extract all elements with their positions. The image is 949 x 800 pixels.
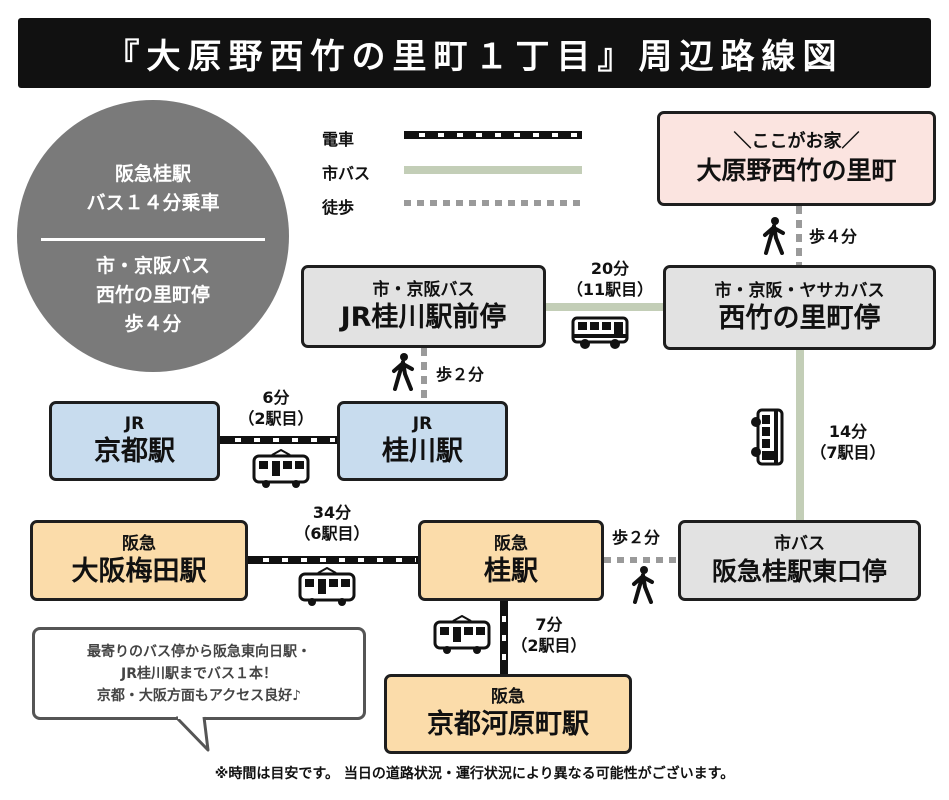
legend-walk-label: 徒歩 xyxy=(322,198,355,217)
jr-walk-label: 歩２分 xyxy=(436,365,485,384)
legend-walk-line xyxy=(404,200,582,206)
jr-route-time: 6分 xyxy=(262,388,290,407)
home-name: 大原野西竹の里町 xyxy=(696,156,897,185)
callout-tail xyxy=(174,714,210,752)
bus-14-label: 14分 （7駅目） xyxy=(808,421,888,463)
footer-note: ※時間は目安です。 当日の道路状況・運行状況により異なる可能性がございます。 xyxy=(214,766,735,782)
summary-stop: 西竹の里町停 xyxy=(95,284,210,306)
callout-line-1: 最寄りのバス停から阪急東向日駅・ xyxy=(87,643,311,660)
bus-icon xyxy=(751,408,784,466)
kawaramachi-line: 阪急 xyxy=(491,687,525,707)
train-icon xyxy=(252,449,310,488)
hankyu-7-stops: （2駅目） xyxy=(511,636,587,655)
umeda-name: 大阪梅田駅 xyxy=(71,555,207,587)
home-walk-label: 歩４分 xyxy=(809,227,858,246)
jr-walk-line xyxy=(421,348,427,401)
summary-station: 阪急桂駅 xyxy=(114,163,191,185)
legend-bus-line xyxy=(404,166,582,174)
walk-icon xyxy=(632,566,654,604)
legend-train-label: 電車 xyxy=(322,130,355,149)
hankyu-34-stops: （6駅目） xyxy=(294,524,370,543)
hankyu-walk-line xyxy=(604,557,678,563)
katsura-name: 桂駅 xyxy=(484,555,538,587)
jr-kyoto-line: JR xyxy=(124,414,145,434)
home-box: ＼ここがお家／ 大原野西竹の里町 xyxy=(657,111,936,206)
home-walk-line xyxy=(796,206,802,265)
callout-line-2: JR桂川駅までバス１本！ xyxy=(121,665,277,682)
katsura-east-bus-stop: 市バス 阪急桂駅東口停 xyxy=(678,520,921,601)
home-tag: ＼ここがお家／ xyxy=(733,131,860,152)
bus-icon xyxy=(571,316,629,349)
katsura-station: 阪急 桂駅 xyxy=(418,520,604,601)
kawaramachi-station: 阪急 京都河原町駅 xyxy=(384,674,632,754)
katsura-line: 阪急 xyxy=(494,533,528,554)
umeda-station: 阪急 大阪梅田駅 xyxy=(30,520,248,601)
hankyu-rail-line-34 xyxy=(248,556,418,564)
bus-line-20 xyxy=(546,303,663,311)
jr-katsuragawa-name: 桂川駅 xyxy=(382,436,463,467)
walk-icon xyxy=(392,353,414,391)
train-icon xyxy=(298,567,356,606)
jr-katsuragawa-line: JR xyxy=(412,414,433,434)
hankyu-rail-line-7 xyxy=(500,601,508,674)
bus-line-14 xyxy=(796,350,804,520)
bus-14-time: 14分 xyxy=(828,422,868,441)
hankyu-7-time: 7分 xyxy=(535,615,563,634)
summary-walk: 歩４分 xyxy=(124,313,182,335)
jr-katsuragawa-bus-stop: 市・京阪バス JR桂川駅前停 xyxy=(301,265,546,348)
nishitake-name: 西竹の里町停 xyxy=(718,302,881,334)
access-callout: 最寄りのバス停から阪急東向日駅・ JR桂川駅までバス１本！ 京都・大阪方面もアク… xyxy=(32,627,366,720)
hankyu-34-label: 34分 （6駅目） xyxy=(277,502,387,544)
page-title: 『大原野西竹の里町１丁目』周辺路線図 xyxy=(105,36,844,77)
umeda-line: 阪急 xyxy=(122,533,156,554)
walk-icon xyxy=(763,217,785,255)
nishitake-operator: 市・京阪・ヤサカバス xyxy=(714,280,885,301)
summary-circle: 阪急桂駅 バス１４分乗車 市・京阪バス 西竹の里町停 歩４分 xyxy=(17,100,289,372)
jr-rail-line xyxy=(220,436,337,444)
bus-14-stops: （7駅目） xyxy=(810,443,886,462)
callout-line-3: 京都・大阪方面もアクセス良好♪ xyxy=(96,687,302,704)
jr-kyoto-station: JR 京都駅 xyxy=(49,401,220,481)
bus-20-stops: （11駅目） xyxy=(566,280,654,299)
jr-katsuragawa-station: JR 桂川駅 xyxy=(337,401,508,481)
jr-route-stops: （2駅目） xyxy=(238,409,314,428)
legend-train-line xyxy=(404,131,582,139)
hankyu-7-label: 7分 （2駅目） xyxy=(509,614,589,656)
bus-20-label: 20分 （11駅目） xyxy=(555,258,665,300)
hankyu-walk-label: 歩２分 xyxy=(612,528,661,547)
bus-20-time: 20分 xyxy=(590,259,630,278)
jr-route-label: 6分 （2駅目） xyxy=(226,387,326,429)
legend-bus-label: 市バス xyxy=(322,164,371,183)
katsura-east-operator: 市バス xyxy=(774,533,825,554)
hankyu-34-time: 34分 xyxy=(312,503,352,522)
jr-kyoto-name: 京都駅 xyxy=(94,436,175,467)
katsura-east-name: 阪急桂駅東口停 xyxy=(711,556,887,586)
summary-divider xyxy=(41,238,265,241)
nishitake-bus-stop: 市・京阪・ヤサカバス 西竹の里町停 xyxy=(663,265,936,350)
kawaramachi-name: 京都河原町駅 xyxy=(427,709,589,740)
title-bar: 『大原野西竹の里町１丁目』周辺路線図 xyxy=(18,18,931,88)
summary-ride: バス１４分乗車 xyxy=(86,192,220,214)
summary-operator: 市・京阪バス xyxy=(95,255,210,277)
jr-katsuragawa-bus-name: JR桂川駅前停 xyxy=(340,301,507,333)
train-icon xyxy=(433,615,491,654)
jr-katsuragawa-bus-operator: 市・京阪バス xyxy=(372,279,475,300)
